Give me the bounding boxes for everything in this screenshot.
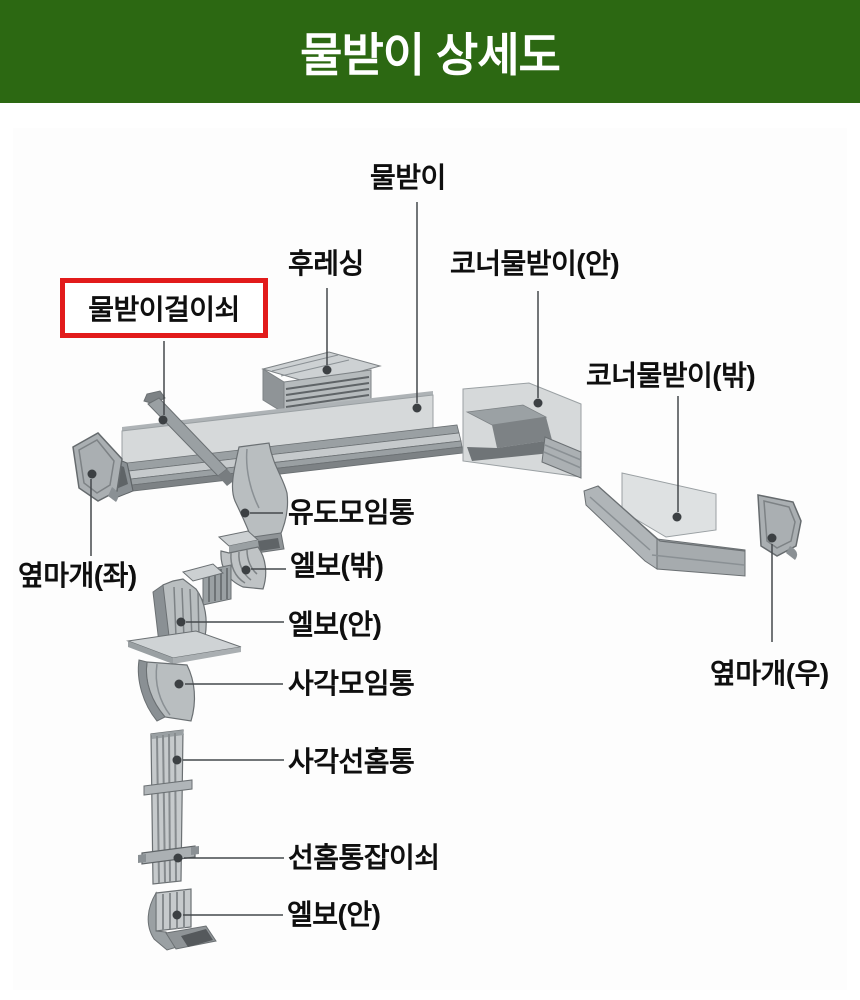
leader-corner-inner	[533, 291, 543, 408]
leader-gutter	[412, 202, 422, 413]
leader-elbow-inner-bottom	[172, 910, 283, 920]
corner-gutter-outer-drawing	[583, 472, 746, 577]
label-square-downpipe: 사각선홈통	[288, 746, 415, 777]
label-elbow-outer: 엘보(밖)	[290, 550, 384, 581]
page-title: 물받이 상세도	[300, 28, 561, 81]
leader-cap-left	[87, 469, 97, 556]
elbow-inner-drawing	[152, 563, 225, 644]
leader-funnel	[240, 508, 283, 518]
leader-bracket	[173, 853, 284, 863]
leader-downpipe	[172, 755, 284, 765]
leader-elbow-inner	[176, 617, 284, 627]
label-elbow-inner-bottom: 엘보(안)	[287, 899, 381, 930]
leader-lines	[87, 202, 777, 920]
label-end-cap-left: 옆마개(좌)	[18, 560, 137, 591]
corner-gutter-inner-drawing	[462, 382, 582, 479]
label-corner-gutter-outer: 코너물받이(밖)	[586, 360, 756, 391]
label-square-hopper: 사각모임통	[288, 668, 415, 699]
label-downpipe-bracket: 선홈통잡이쇠	[288, 842, 440, 873]
leader-hanger	[158, 341, 168, 425]
end-cap-left-drawing	[72, 432, 123, 502]
label-gutter-hanger-highlight-box: 물받이걸이쇠	[60, 278, 268, 338]
page-header: 물받이 상세도	[0, 0, 860, 103]
leader-flashing	[322, 288, 332, 375]
leader-elbow-outer	[241, 565, 286, 575]
end-cap-right-drawing	[757, 494, 802, 560]
funnel-outlet-drawing	[231, 442, 289, 554]
leader-hopper	[174, 679, 283, 689]
label-end-cap-right: 옆마개(우)	[710, 658, 829, 689]
label-elbow-inner: 엘보(안)	[288, 609, 382, 640]
label-corner-gutter-inner: 코너물받이(안)	[450, 248, 620, 279]
elbow-inner-bottom-drawing	[147, 888, 217, 951]
downpipe-bracket-drawing	[138, 845, 199, 865]
gutter-hanger-drawing	[143, 390, 236, 486]
leader-corner-outer	[672, 396, 682, 522]
leader-cap-right	[767, 533, 777, 642]
label-gutter: 물받이	[370, 162, 446, 193]
label-gutter-hanger: 물받이걸이쇠	[88, 294, 240, 325]
label-funnel-outlet: 유도모임통	[288, 497, 415, 528]
label-flashing: 후레싱	[288, 248, 364, 279]
square-hopper-drawing	[126, 630, 242, 722]
